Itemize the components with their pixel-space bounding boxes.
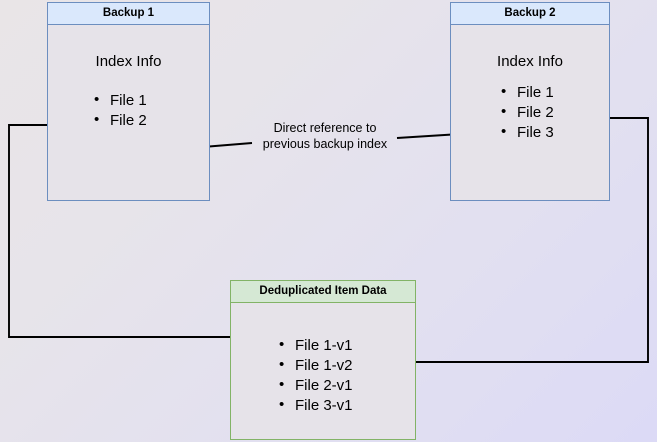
direct-reference-label: Direct reference to previous backup inde… (262, 121, 388, 151)
list-item: File 3-v1 (279, 395, 353, 416)
backup1-body: Index Info File 1 File 2 (48, 25, 209, 200)
backup2-title: Backup 2 (451, 3, 609, 25)
backup1-title: Backup 1 (48, 3, 209, 25)
list-item: File 2-v1 (279, 375, 353, 396)
list-item: File 1-v2 (279, 355, 353, 376)
list-item: File 2 (94, 110, 147, 131)
backup2-file-list: File 1 File 2 File 3 (501, 82, 554, 143)
backup2-body: Index Info File 1 File 2 File 3 (451, 25, 609, 200)
list-item: File 1-v1 (279, 335, 353, 356)
dedup-box[interactable]: Deduplicated Item Data File 1-v1 File 1-… (230, 280, 416, 440)
list-item: File 1 (501, 82, 554, 103)
list-item: File 2 (501, 102, 554, 123)
backup1-box[interactable]: Backup 1 Index Info File 1 File 2 (47, 2, 210, 201)
backup1-index-label: Index Info (95, 53, 162, 70)
dedup-title: Deduplicated Item Data (231, 281, 415, 303)
backup2-box[interactable]: Backup 2 Index Info File 1 File 2 File 3 (450, 2, 610, 201)
list-item: File 3 (501, 122, 554, 143)
dedup-body: File 1-v1 File 1-v2 File 2-v1 File 3-v1 (231, 303, 415, 439)
backup2-index-label: Index Info (497, 53, 563, 70)
dedup-file-list: File 1-v1 File 1-v2 File 2-v1 File 3-v1 (279, 335, 353, 416)
backup1-file-list: File 1 File 2 (94, 90, 147, 131)
list-item: File 1 (94, 90, 147, 111)
